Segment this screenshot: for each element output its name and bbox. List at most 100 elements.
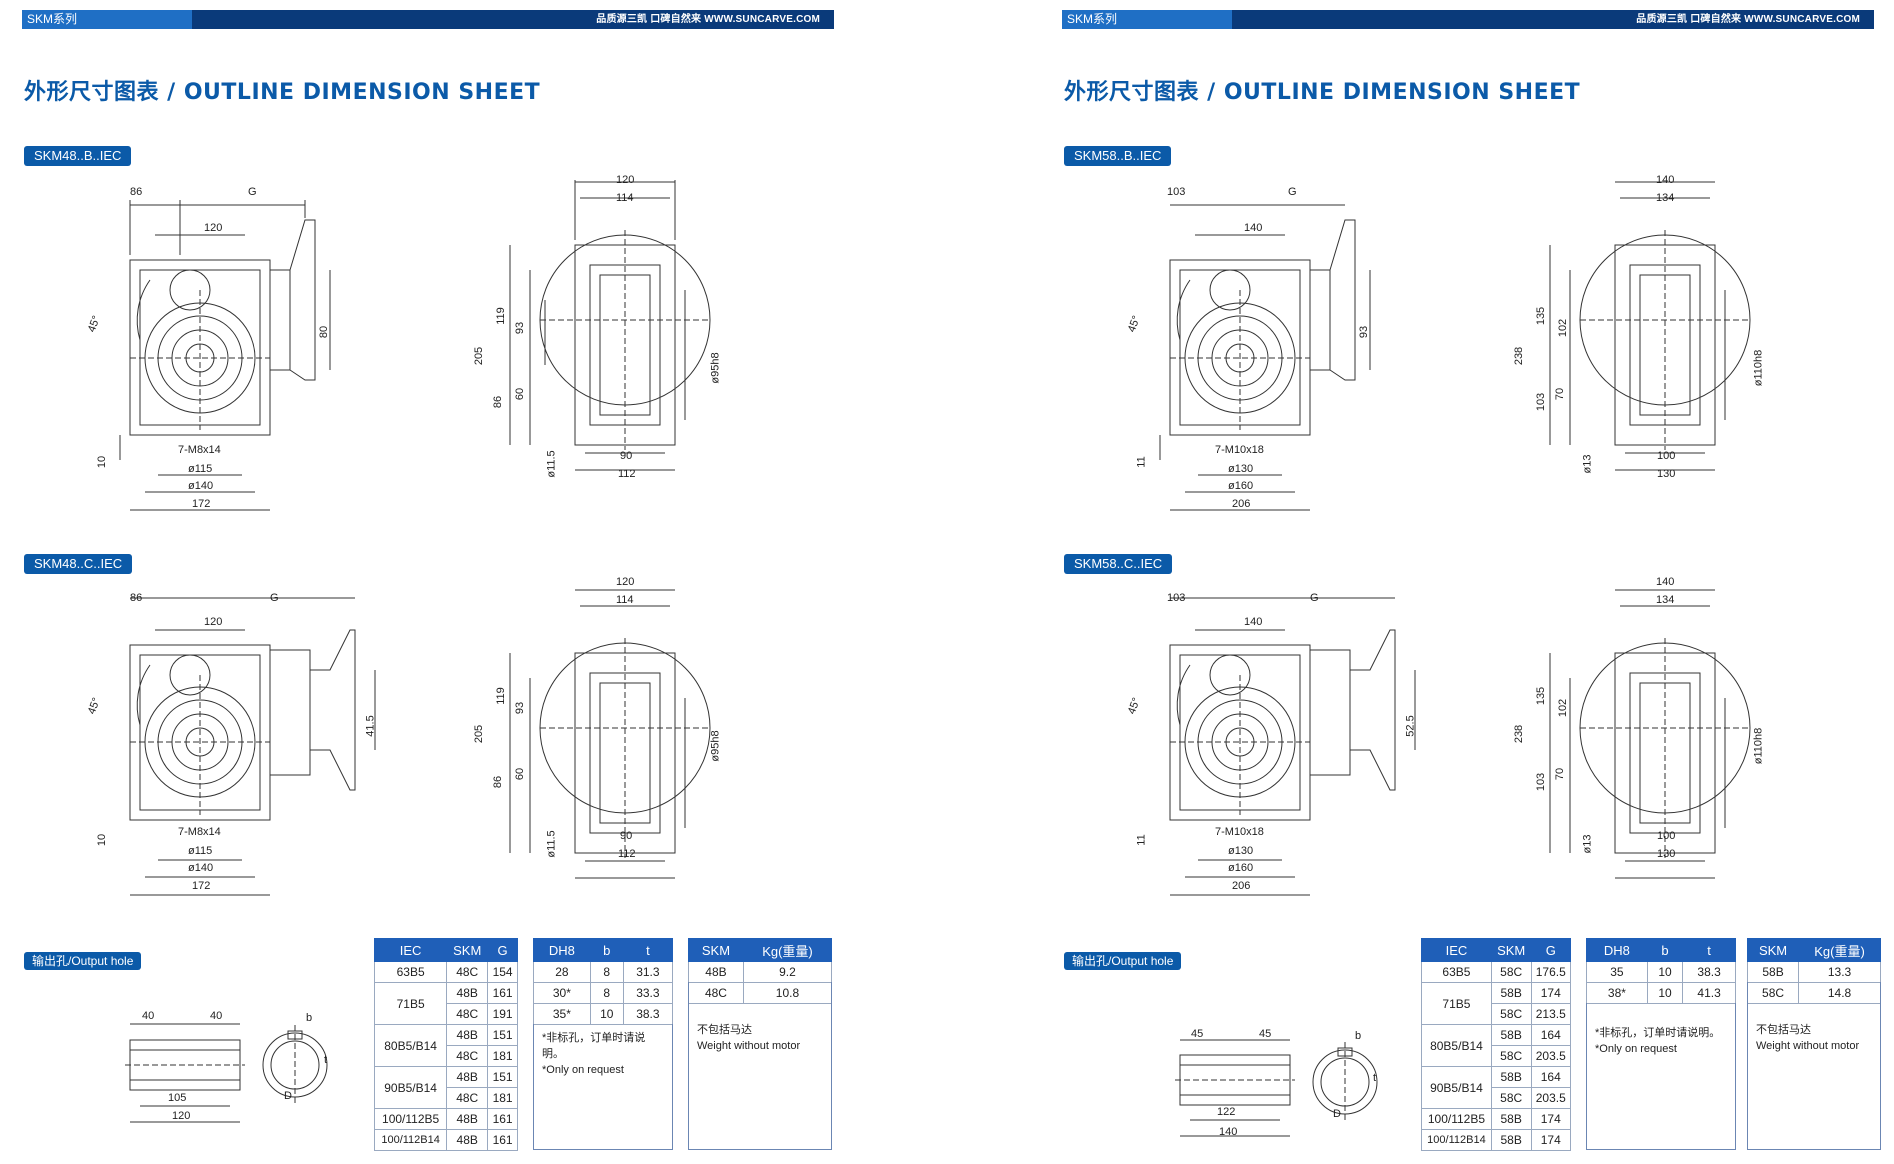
dim-base: ø13	[1581, 454, 1594, 474]
hole-b: b	[306, 1012, 313, 1024]
side-view-c	[509, 589, 711, 879]
dim-h135: 135	[1535, 306, 1548, 326]
weight-note-cn: 不包括马达	[697, 1024, 752, 1036]
dim-h238: 238	[1513, 346, 1526, 366]
bore-note-en: *Only on request	[542, 1064, 624, 1076]
c-dim-dia130: ø130	[1228, 845, 1254, 857]
c-dim-120: 120	[204, 616, 223, 628]
t-header: t	[622, 938, 674, 962]
side-view-c	[1549, 589, 1751, 879]
c-dim-base: ø11.5	[545, 830, 558, 858]
w-skm-header: SKM	[688, 938, 744, 962]
dim-w140: 140	[1656, 174, 1675, 186]
header-slogan: 品质源三凯 口碑自然来 WWW.SUNCARVE.COM	[596, 14, 820, 25]
weight-note-en: Weight without motor	[1756, 1040, 1860, 1052]
series-tag: SKM系列	[22, 10, 192, 29]
front-view-b	[119, 200, 331, 511]
dim-bore: ø110h8	[1752, 349, 1765, 387]
c-dim-bolt: 7-M10x18	[1215, 826, 1264, 838]
c-dim-h238: 238	[1513, 724, 1526, 744]
dim-b100: 100	[1657, 450, 1676, 462]
dim-h205: 205	[473, 346, 486, 366]
c-dim-dia140: ø140	[188, 862, 214, 874]
c-dim-b90: 90	[620, 830, 633, 842]
c-dim-h60: 60	[514, 767, 527, 781]
side-view-b	[509, 180, 711, 471]
c-dim-w114: 114	[616, 594, 634, 606]
dim-g: G	[248, 186, 257, 198]
c-dim-bore: ø95h8	[709, 730, 722, 762]
c-dim-140: 140	[1244, 616, 1263, 628]
hole-45a: 45	[1191, 1028, 1204, 1040]
dim-h60: 60	[514, 387, 527, 401]
bore-note: *非标孔，订单时请说明。 *Only on request	[533, 1024, 673, 1150]
dim-h119: 119	[494, 307, 507, 325]
c-dim-base: ø13	[1581, 834, 1594, 854]
c-dim-h86: 86	[492, 775, 505, 789]
hole-40a: 40	[142, 1010, 155, 1022]
dh8-header: DH8	[1586, 938, 1648, 962]
front-view-b	[1159, 204, 1371, 511]
hole-t: t	[324, 1054, 328, 1066]
dim-bolt: 7-M8x14	[178, 444, 221, 456]
hole-105: 105	[168, 1092, 187, 1104]
hole-t: t	[1373, 1072, 1377, 1084]
dim-w134: 134	[1656, 192, 1675, 204]
bore-note: *非标孔，订单时请说明。 *Only on request	[1586, 1003, 1736, 1150]
dim-dia160: ø160	[1228, 480, 1254, 492]
dim-172: 172	[192, 498, 211, 510]
t-header: t	[1682, 938, 1736, 962]
left-page: SKM系列 品质源三凯 口碑自然来 WWW.SUNCARVE.COM 外形尺寸图…	[22, 10, 834, 1151]
dim-h86: 86	[492, 395, 505, 409]
hole-b: b	[1355, 1030, 1362, 1042]
dim-10: 10	[96, 455, 109, 469]
w-kg-header: Kg(重量)	[742, 938, 833, 962]
c-dim-172: 172	[192, 880, 211, 892]
dim-103: 103	[1167, 186, 1186, 198]
dim-w120: 120	[616, 174, 635, 186]
model-tag-b: SKM58..B..IEC	[1064, 146, 1172, 166]
hole-45b: 45	[1259, 1028, 1272, 1040]
iec-header: IEC	[1421, 938, 1492, 962]
hole-D: D	[284, 1090, 292, 1102]
header-bar: SKM系列 品质源三凯 口碑自然来 WWW.SUNCARVE.COM	[1062, 10, 1874, 29]
page-title: 外形尺寸图表 / OUTLINE DIMENSION SHEET	[24, 80, 541, 105]
dim-bore: ø95h8	[709, 352, 722, 384]
side-view-b	[1549, 181, 1751, 471]
c-dim-h102: 102	[1557, 698, 1570, 718]
dim-dia140: ø140	[188, 480, 214, 492]
c-dim-bolt: 7-M8x14	[178, 826, 221, 838]
bore-note-cn: *非标孔，订单时请说明。	[1595, 1027, 1721, 1039]
c-dim-h135: 135	[1535, 686, 1548, 706]
c-dim-b112: 112	[618, 848, 636, 860]
hole-120: 120	[172, 1110, 191, 1122]
dim-w114: 114	[616, 192, 634, 204]
hole-122: 122	[1217, 1106, 1236, 1118]
output-hole-tag: 输出孔/Output hole	[1064, 952, 1182, 970]
g-header: G	[487, 938, 518, 962]
dim-h70: 70	[1554, 387, 1567, 401]
weight-note-en: Weight without motor	[697, 1040, 801, 1052]
dim-93: 93	[1358, 325, 1371, 339]
weight-note: 不包括马达 Weight without motor	[1747, 982, 1881, 1150]
